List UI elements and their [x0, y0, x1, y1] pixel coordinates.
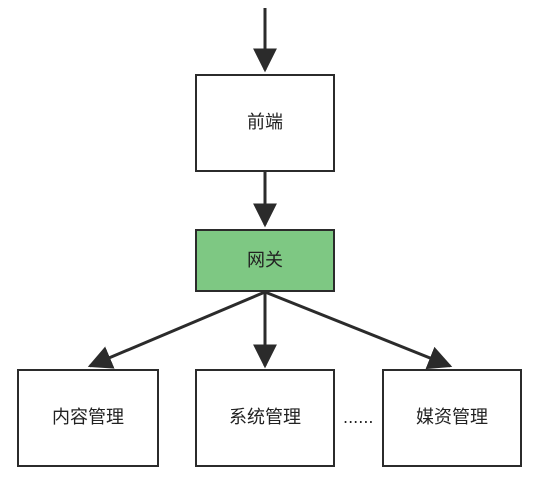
frontend-label: 前端 — [247, 112, 283, 133]
content-management-node: 内容管理 — [17, 369, 159, 467]
media-asset-management-node: 媒资管理 — [382, 369, 522, 467]
system-management-label: 系统管理 — [229, 407, 301, 428]
system-management-node: 系统管理 — [195, 369, 335, 467]
content-management-label: 内容管理 — [52, 407, 124, 428]
gateway-label: 网关 — [247, 249, 283, 271]
gateway-to-content-management-arrow — [87, 290, 266, 369]
more-services-ellipsis: ...... — [343, 408, 374, 427]
frontend-node: 前端 — [195, 74, 335, 172]
media-asset-management-label: 媒资管理 — [416, 407, 488, 428]
gateway-to-media-asset-management-arrow — [264, 290, 453, 370]
gateway-node: 网关 — [195, 229, 335, 292]
